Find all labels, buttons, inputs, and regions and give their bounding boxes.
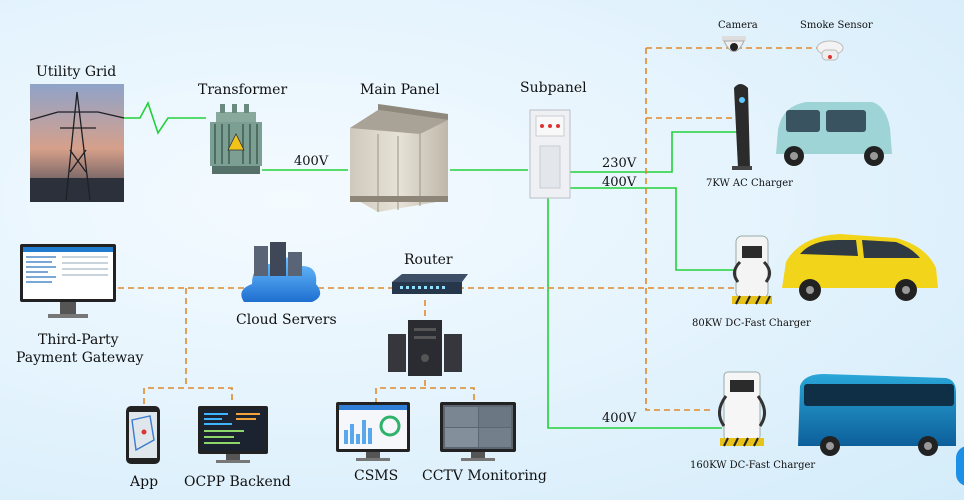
- payment-gateway-label-line1: Third-Party: [38, 332, 119, 348]
- ac-charger-label: 7KW AC Charger: [706, 178, 793, 189]
- cloud-servers-label: Cloud Servers: [236, 312, 337, 328]
- csms-label: CSMS: [354, 468, 399, 484]
- subpanel-label: Subpanel: [520, 80, 587, 96]
- voltage-label: 230V: [602, 156, 637, 171]
- floating-action-button[interactable]: [956, 446, 964, 486]
- camera-label: Camera: [718, 20, 758, 31]
- voltage-label: 400V: [294, 154, 329, 169]
- dc-charger-160-label: 160KW DC-Fast Charger: [690, 460, 816, 471]
- cloud-server-icon: [241, 242, 321, 302]
- subpanel-cabinet: [529, 109, 571, 199]
- monitor-icon: [336, 402, 410, 461]
- data-lines: [118, 47, 830, 411]
- ac-charger-icon: [732, 84, 752, 170]
- power-lines: [124, 100, 738, 429]
- main-panel-label: Main Panel: [360, 82, 440, 98]
- phone-icon: [126, 406, 160, 464]
- app-label: App: [130, 474, 159, 490]
- monitor-icon: [198, 406, 268, 463]
- transformer-label: Transformer: [198, 82, 288, 98]
- router-label: Router: [404, 252, 453, 268]
- voltage-label: 400V: [602, 411, 637, 426]
- car-icon: [776, 102, 892, 166]
- server-tower-icon: [388, 320, 462, 376]
- monitor-icon: [20, 244, 116, 318]
- dc-charger-icon: [718, 371, 766, 447]
- camera-icon: [722, 36, 746, 52]
- transformer-icon: [210, 104, 262, 174]
- power-tower-photo: [29, 84, 125, 202]
- suv-icon: [782, 234, 938, 301]
- voltage-label: 400V: [602, 175, 637, 190]
- dc-charger-80-label: 80KW DC-Fast Charger: [692, 318, 811, 329]
- cctv-monitoring-label: CCTV Monitoring: [422, 468, 547, 484]
- bus-icon: [798, 374, 956, 456]
- monitor-icon: [440, 402, 516, 461]
- ocpp-backend-label: OCPP Backend: [184, 474, 291, 490]
- smoke-sensor-label: Smoke Sensor: [800, 20, 873, 31]
- main-panel-cabinet: [350, 104, 448, 212]
- dc-charger-icon: [732, 235, 772, 305]
- payment-gateway-label-line2: Payment Gateway: [16, 350, 144, 366]
- utility-grid-label: Utility Grid: [36, 64, 117, 80]
- router-icon: [392, 274, 468, 294]
- smoke-sensor-icon: [816, 40, 844, 61]
